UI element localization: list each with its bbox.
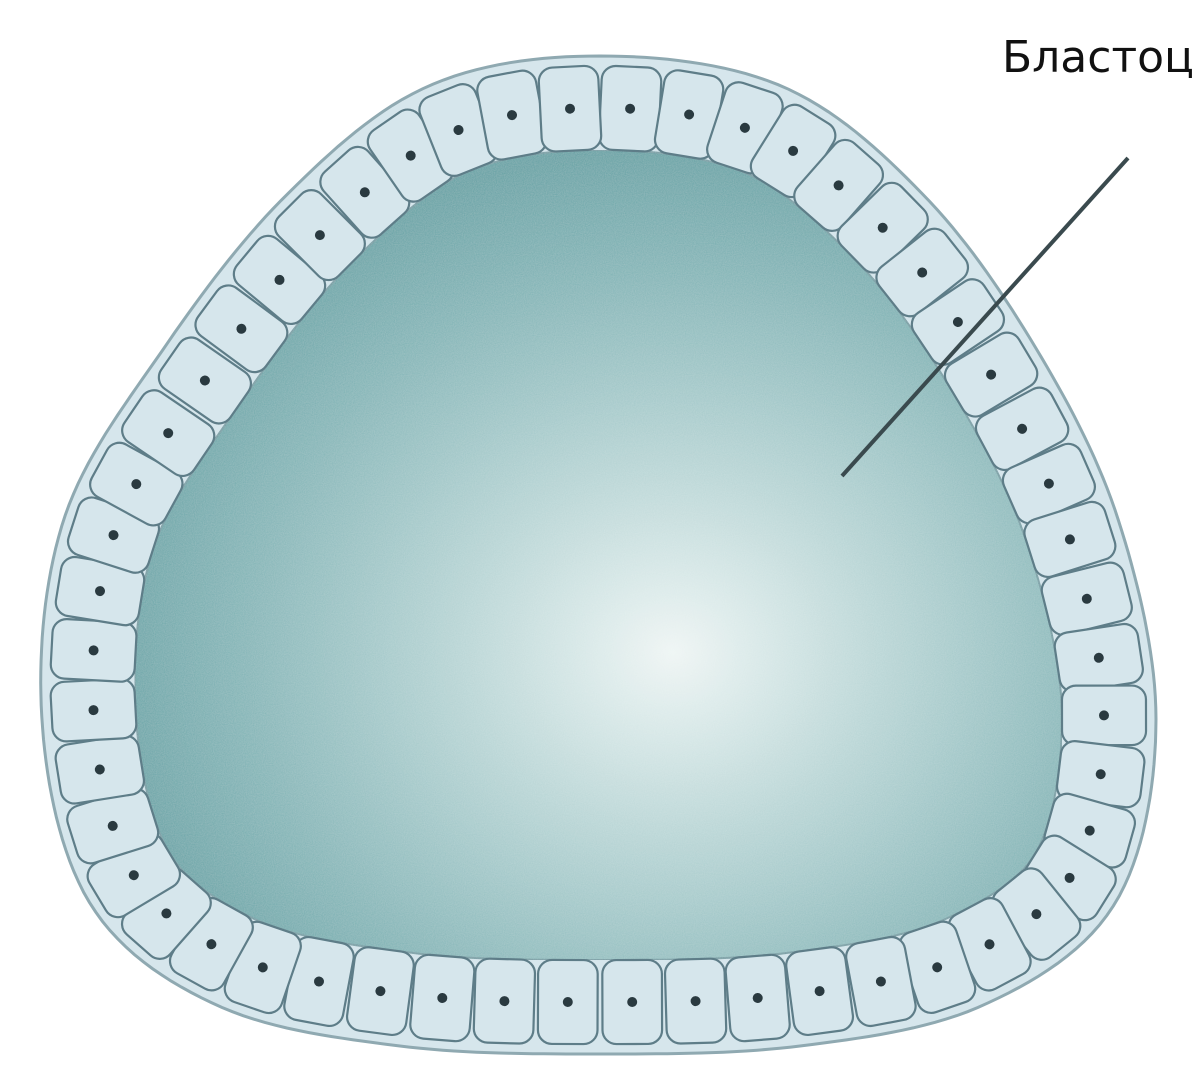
blastomere-cell [1062, 686, 1146, 746]
blastomere-cell [54, 733, 146, 805]
blastomere-cell [598, 65, 662, 152]
blastomere-cell [345, 946, 415, 1037]
blastomere-cell [538, 65, 602, 152]
cell-nucleus [627, 997, 637, 1007]
blastomere-cell [50, 618, 137, 682]
blastomere-cell [50, 678, 137, 742]
blastomere-cell [725, 954, 791, 1043]
blastomere-cell [665, 958, 727, 1044]
cell-nucleus [563, 997, 573, 1007]
blastomere-cell [473, 958, 535, 1044]
cell-nucleus [1099, 710, 1109, 720]
blastomere-cell [785, 946, 855, 1037]
blastomere-cell [409, 954, 475, 1043]
blastomere-cell [1053, 622, 1145, 693]
blastomere-cell [538, 960, 598, 1044]
blastocoel-label: Бластоц [1002, 36, 1194, 80]
blastomere-cell [602, 960, 662, 1044]
